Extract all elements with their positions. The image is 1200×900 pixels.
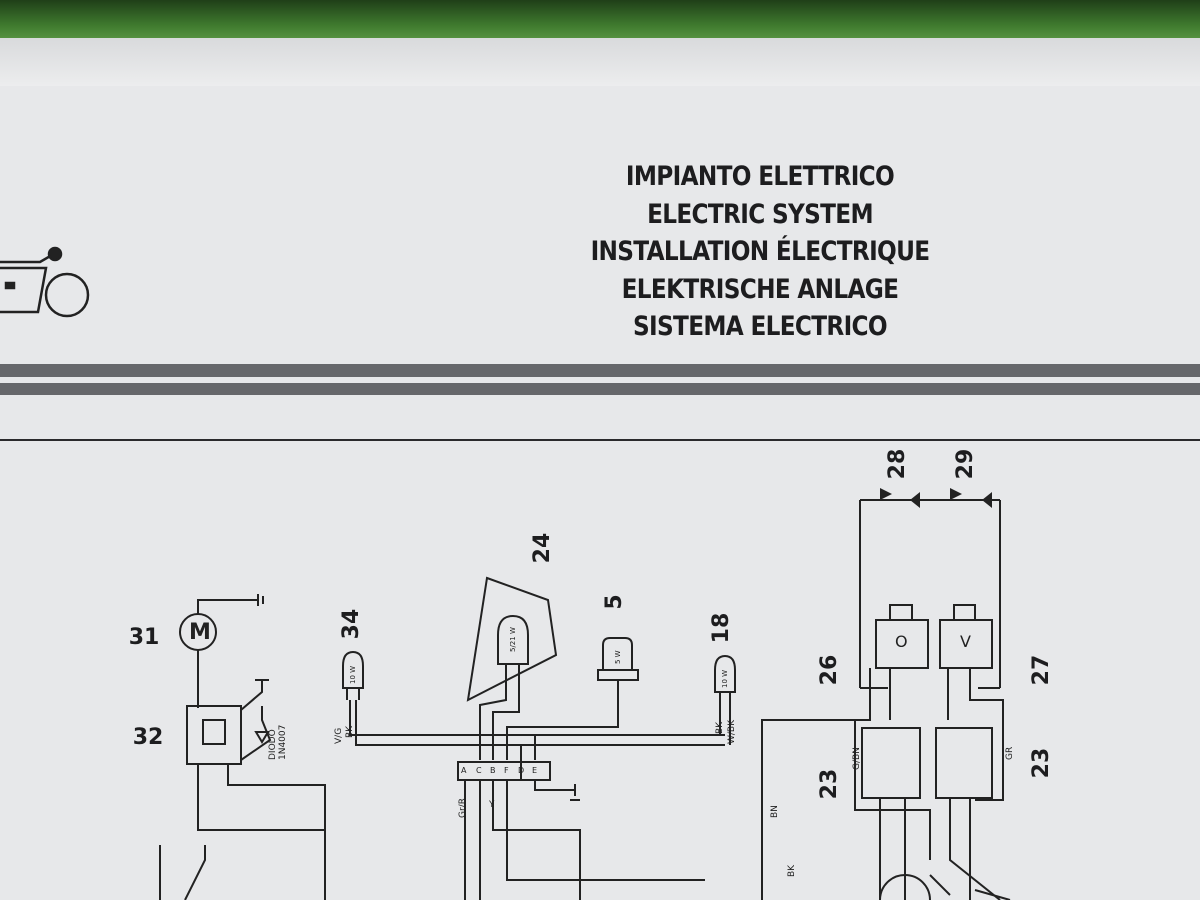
title-german: ELEKTRISCHE ANLAGE — [621, 273, 899, 305]
label-31: 31 — [128, 625, 160, 650]
connector-block — [457, 735, 705, 900]
pin-d: D — [518, 766, 525, 775]
wire-gbn: G/BN — [852, 747, 862, 770]
title-english: ELECTRIC SYSTEM — [647, 198, 873, 230]
page-edge-shade — [0, 38, 1200, 86]
title-italian: IMPIANTO ELETTRICO — [625, 161, 895, 192]
label-26: 26 — [817, 654, 842, 686]
pin-c: C — [476, 766, 482, 775]
lamp-5 — [506, 637, 639, 760]
tail-lamp-24 — [466, 576, 558, 760]
label-23-left: 23 — [817, 768, 842, 800]
wire-y: Y — [489, 800, 495, 810]
header-band-top — [0, 364, 1200, 377]
wire-bn: BN — [770, 805, 780, 818]
label-27: 27 — [1029, 654, 1054, 686]
label-5: 5 — [602, 594, 627, 610]
motor-letter: M — [189, 620, 211, 645]
pin-e: E — [532, 766, 538, 775]
wire-bk-34: BK — [345, 725, 355, 738]
wire-grr: Gr/R — [458, 798, 468, 818]
label-24: 24 — [530, 532, 555, 564]
pin-f: F — [504, 766, 509, 775]
indicator-o-letter: O — [895, 632, 908, 651]
label-29: 29 — [953, 448, 978, 480]
diode-label: DIODO — [268, 729, 278, 760]
label-32: 32 — [132, 725, 164, 750]
header-band-bottom — [0, 383, 1200, 395]
motorcycle-icon — [0, 246, 90, 318]
relay-symbol — [159, 679, 326, 900]
pin-b: B — [490, 766, 496, 775]
manual-page — [0, 38, 1200, 900]
indicator-v-letter: V — [960, 632, 971, 651]
lamp24-watt: 5/21 W — [509, 627, 517, 652]
indicator-panel — [761, 488, 1011, 900]
diagram-top-rule — [0, 439, 1200, 441]
pin-a: A — [461, 766, 467, 775]
label-18: 18 — [709, 612, 734, 644]
wire-gr: GR — [1005, 746, 1015, 760]
lamp-18 — [714, 654, 736, 745]
wire-vg: V/G — [334, 727, 344, 744]
title-french: INSTALLATION ÉLECTRIQUE — [590, 236, 931, 267]
label-23-right: 23 — [1029, 747, 1054, 779]
diode-model-label: 1N4007 — [278, 724, 288, 760]
motor-symbol — [179, 594, 264, 708]
background-grass — [0, 0, 1200, 42]
label-34: 34 — [339, 608, 364, 640]
section-title-block: IMPIANTO ELETTRICO ELECTRIC SYSTEM INSTA… — [560, 158, 960, 346]
title-spanish: SISTEMA ELECTRICO — [633, 311, 888, 342]
lamp5-watt: 5 W — [614, 650, 622, 664]
label-28: 28 — [885, 448, 910, 480]
lamp34-watt: 10 W — [349, 665, 357, 684]
wire-wbk-18: W/BK — [727, 719, 737, 744]
wire-bk-18: BK — [715, 721, 725, 734]
lamp-34 — [342, 650, 725, 746]
lamp18-watt: 10 W — [721, 669, 729, 688]
wire-bk: BK — [787, 864, 797, 877]
